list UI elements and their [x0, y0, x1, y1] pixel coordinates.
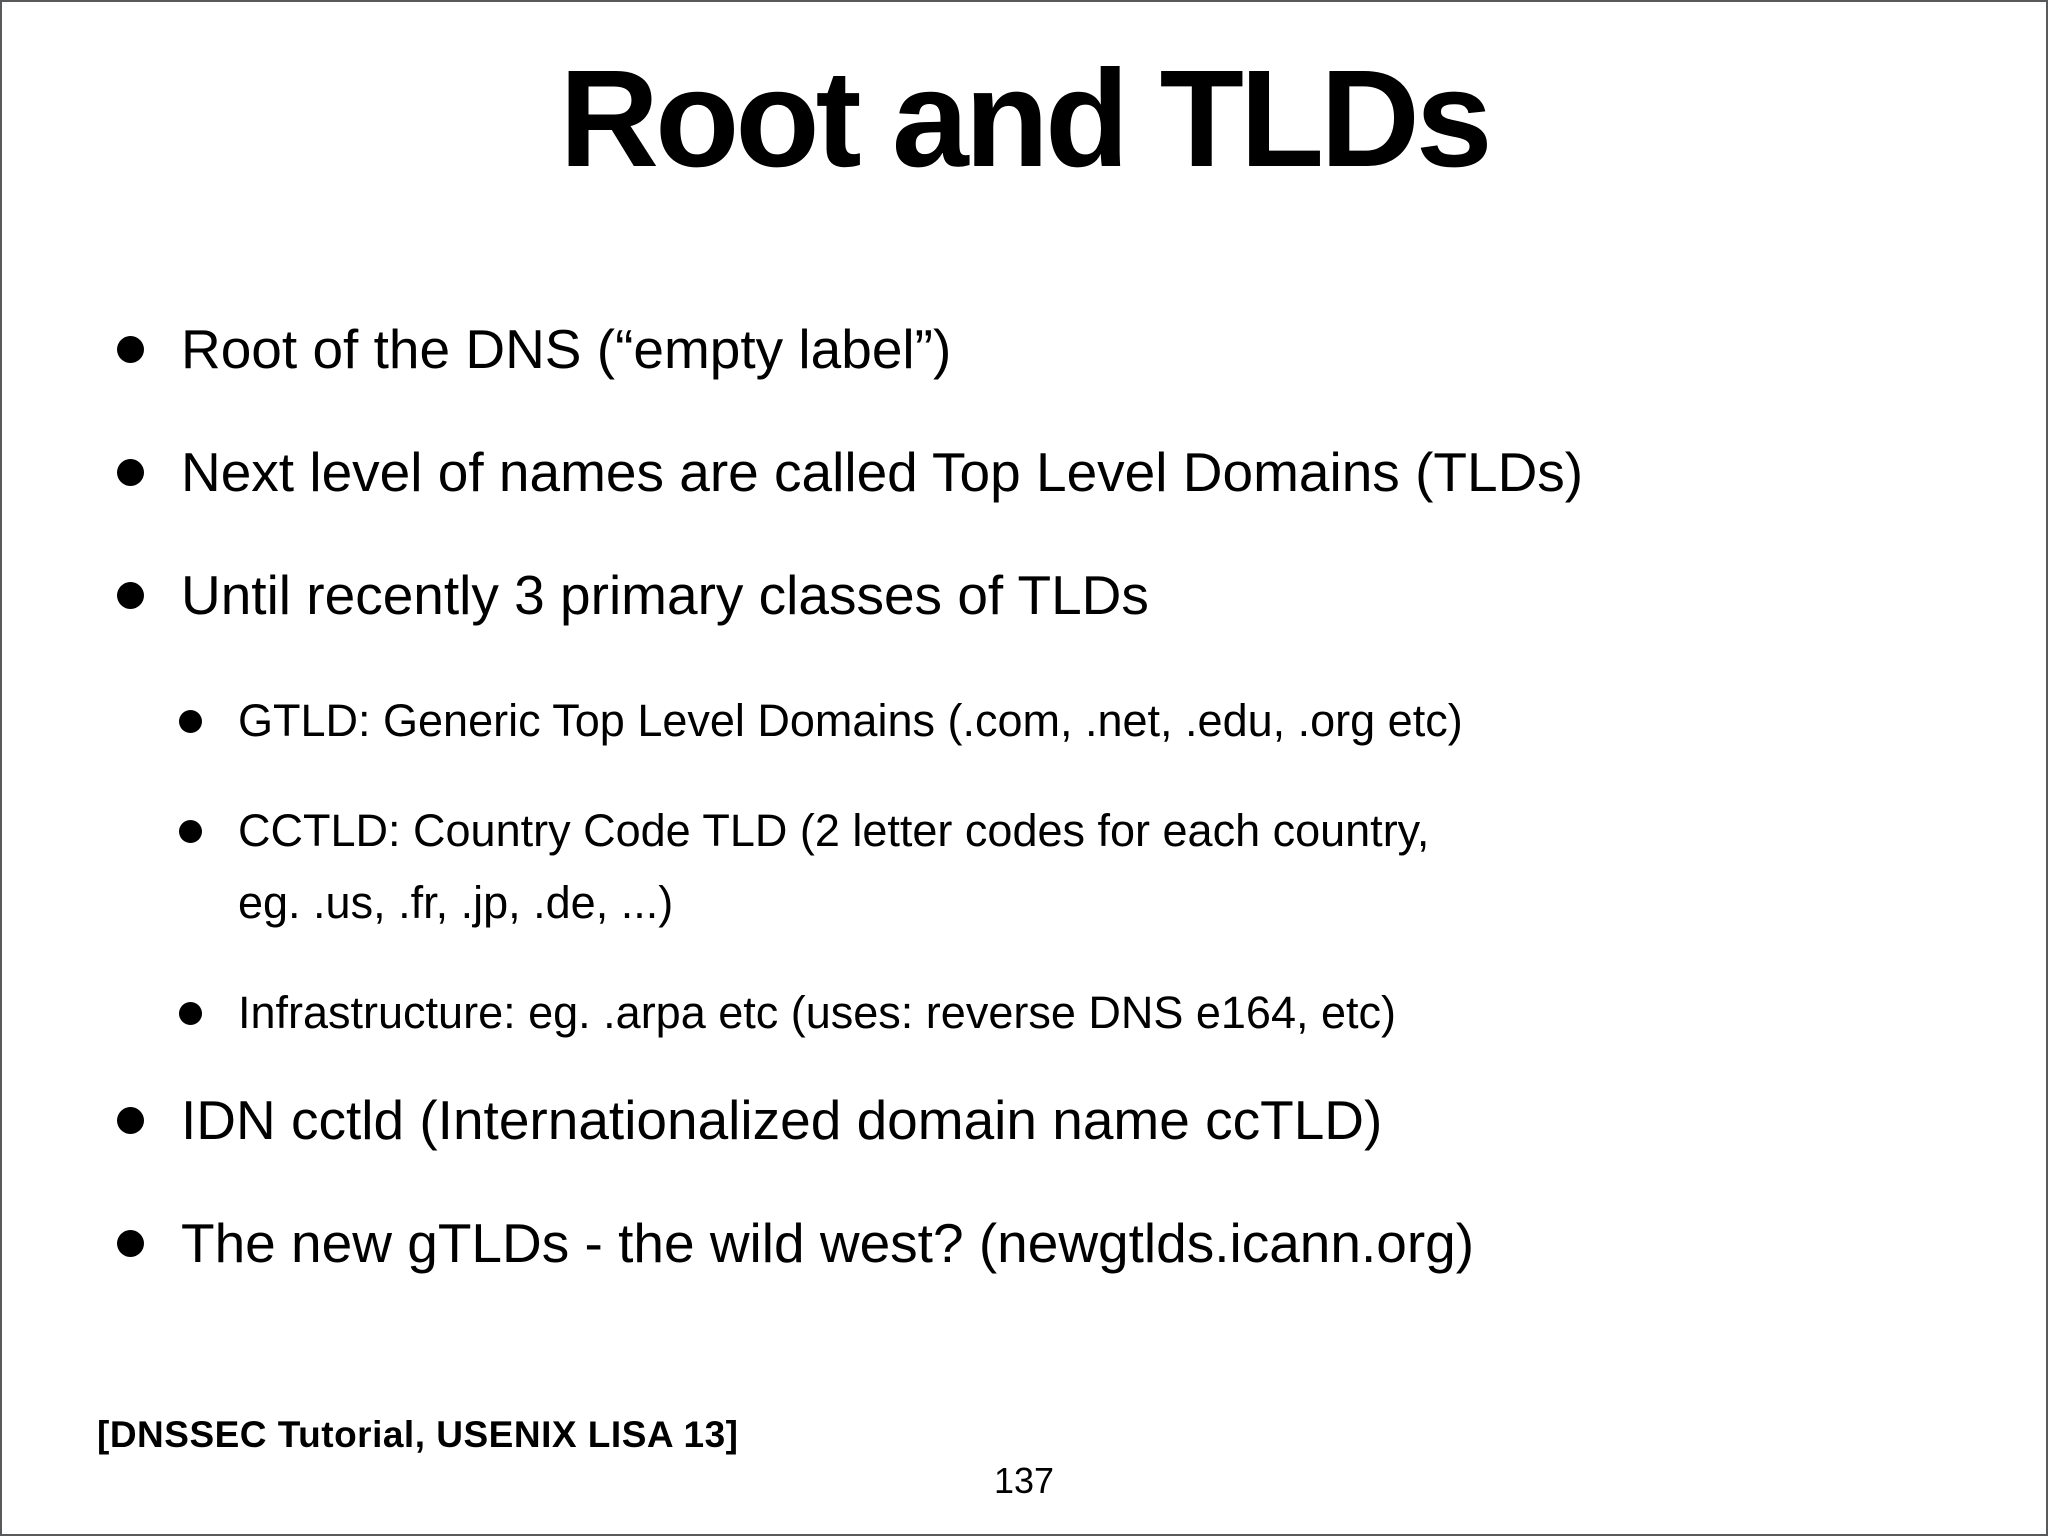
bullet-item: GTLD: Generic Top Level Domains (.com, .… [179, 685, 1956, 757]
bullet-item: CCTLD: Country Code TLD (2 letter codes … [179, 795, 1956, 939]
bullet-dot-icon [117, 1230, 144, 1258]
bullet-item: Until recently 3 primary classes of TLDs [117, 562, 1956, 629]
bullet-item: The new gTLDs - the wild west? (newgtlds… [117, 1210, 1956, 1277]
bullet-text: IDN cctld (Internationalized domain name… [181, 1089, 1383, 1152]
bullet-dot-icon [179, 710, 202, 734]
bullet-item: Next level of names are called Top Level… [117, 439, 1956, 506]
bullet-dot-icon [117, 458, 144, 486]
bullet-item: Root of the DNS (“empty label”) [117, 316, 1956, 383]
bullet-dot-icon [179, 820, 202, 844]
bullet-text: The new gTLDs - the wild west? (newgtlds… [181, 1212, 1475, 1275]
bullet-list: Root of the DNS (“empty label”) Next lev… [2, 316, 2046, 1277]
bullet-item: IDN cctld (Internationalized domain name… [117, 1087, 1956, 1154]
bullet-item: Infrastructure: eg. .arpa etc (uses: rev… [179, 977, 1956, 1049]
footer-citation: [DNSSEC Tutorial, USENIX LISA 13] [97, 1414, 739, 1455]
bullet-text: GTLD: Generic Top Level Domains (.com, .… [238, 695, 1463, 747]
bullet-dot-icon [117, 335, 144, 363]
page-number: 137 [993, 1460, 1055, 1501]
bullet-dot-icon [117, 581, 144, 609]
bullet-text: CCTLD: Country Code TLD (2 letter codes … [238, 805, 1430, 929]
bullet-text: Next level of names are called Top Level… [181, 440, 1584, 503]
bullet-dot-icon [117, 1107, 144, 1135]
bullet-dot-icon [179, 1002, 202, 1026]
bullet-text: Until recently 3 primary classes of TLDs [181, 563, 1149, 626]
slide-title: Root and TLDs [559, 42, 1492, 196]
bullet-text: Root of the DNS (“empty label”) [181, 317, 952, 380]
bullet-text: Infrastructure: eg. .arpa etc (uses: rev… [238, 987, 1397, 1039]
